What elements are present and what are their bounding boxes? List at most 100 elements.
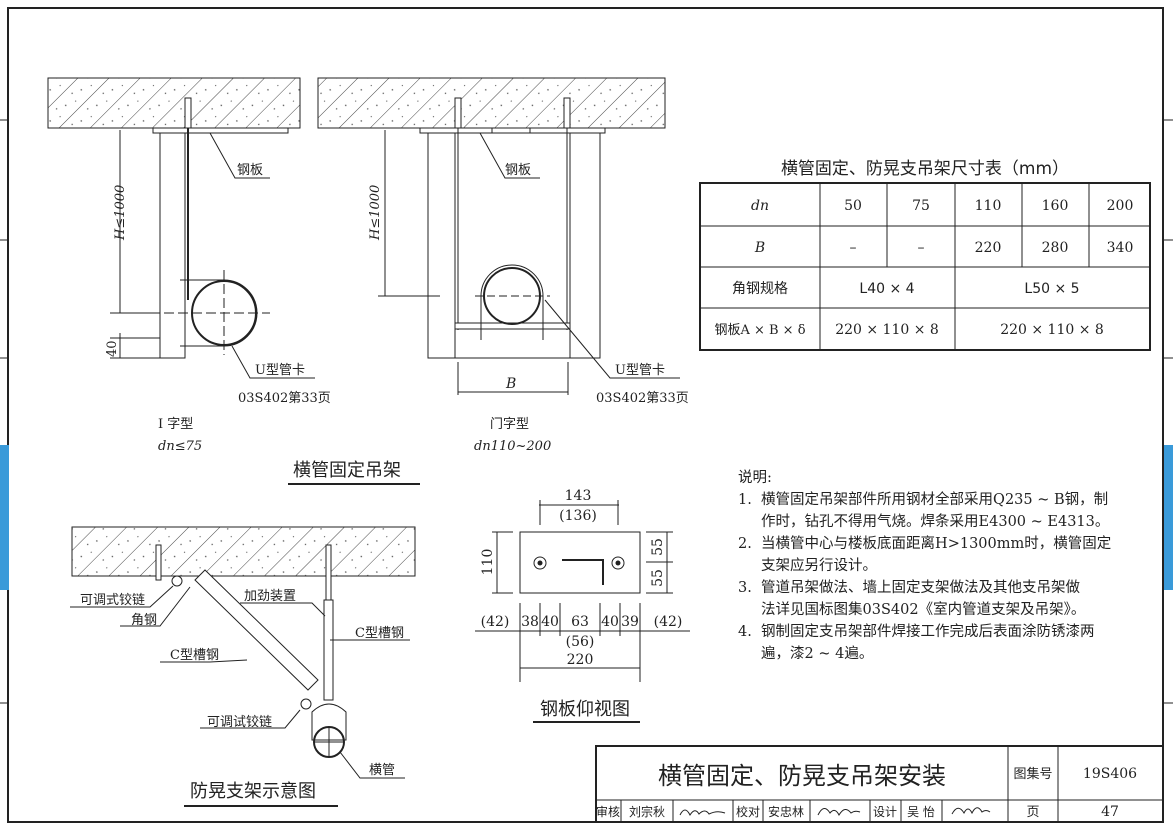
- cell: B: [754, 240, 765, 256]
- cell: 220: [975, 240, 1002, 256]
- designer-name: 吴 怡: [907, 805, 935, 819]
- cell: 钢板A × B × δ: [714, 323, 805, 338]
- dim: (42): [481, 614, 510, 630]
- note-line: 4. 钢制固定支吊架部件焊接工作完成后表面涂防锈漆两: [738, 623, 1095, 640]
- door-frame: [427, 132, 601, 359]
- right-tab: [1164, 445, 1173, 590]
- check-label: 校对: [736, 804, 760, 819]
- hanger-section-title: 横管固定吊架: [293, 460, 401, 481]
- h-dimension: H≤1000: [368, 185, 383, 241]
- notes-heading: 说明:: [738, 469, 772, 486]
- vertical-channel: [323, 599, 334, 701]
- atlas-label: 图集号: [1013, 766, 1052, 782]
- checker-name: 安忠林: [768, 804, 804, 819]
- gap-dimension: 40: [105, 340, 120, 357]
- note-line: 支架应另行设计。: [738, 556, 877, 574]
- clamp-label: U型管卡: [255, 363, 305, 378]
- pipe-label: 横管: [369, 763, 395, 778]
- note-line: 作时，钻孔不得用气烧。焊条采用E4300 ~ E4313。: [738, 513, 1109, 530]
- steel-plate: [152, 127, 289, 134]
- note-line: 1. 横管固定吊架部件所用钢材全部采用Q235 ~ B钢，制: [738, 490, 1108, 508]
- dim: (42): [654, 614, 683, 630]
- clamp-reference: 03S402第33页: [596, 391, 689, 406]
- cell: 50: [844, 198, 862, 214]
- note-line: 遍，漆2 ~ 4遍。: [738, 645, 873, 662]
- dim-110: 110: [480, 549, 496, 576]
- sway-title: 防晃支架示意图: [190, 781, 316, 802]
- cell: 220 × 110 × 8: [1000, 322, 1104, 338]
- dim: 63: [571, 614, 589, 630]
- edge-ticks: [0, 119, 1173, 704]
- plate-label: 钢板: [237, 163, 263, 178]
- plate-bottom-view: 143 (136) 110 55 55 (42) 38 40 63 40 39 …: [475, 488, 690, 723]
- diagonal-channel: [194, 569, 319, 691]
- table-title: 横管固定、防晃支吊架尺寸表（mm）: [781, 159, 1069, 179]
- range-label: dn110~200: [474, 439, 551, 454]
- dim-55-bottom: 55: [650, 569, 666, 587]
- range-label: dn≤75: [158, 439, 202, 454]
- h-dimension: H≤1000: [113, 185, 128, 241]
- cell: –: [850, 240, 857, 256]
- cell: 200: [1107, 198, 1134, 214]
- dim: 39: [621, 614, 639, 630]
- designer-signature: [951, 807, 991, 815]
- dim-136: (136): [559, 508, 597, 524]
- cell: 280: [1042, 240, 1069, 256]
- page-number: 47: [1101, 804, 1119, 820]
- type-label: I 字型: [158, 417, 193, 432]
- notes: 说明: 1. 横管固定吊架部件所用钢材全部采用Q235 ~ B钢，制 作时，钻孔…: [738, 469, 1111, 662]
- design-label: 设计: [873, 805, 897, 819]
- atlas-number: 19S406: [1083, 766, 1137, 782]
- page-label: 页: [1026, 805, 1039, 820]
- reviewer-signature: [679, 809, 726, 817]
- anti-sway-bracket: 可调式铰链 角钢 加劲装置 C型槽钢 C型槽钢 可调试铰链 横管 防晃支架示意图: [70, 526, 416, 807]
- u-clamp: [480, 264, 544, 340]
- floor-slab: [47, 77, 301, 129]
- i-type-hanger: H≤1000 40 钢板 U型管卡 03S402第33页 I 字型 dn≤75: [47, 77, 331, 454]
- cell: L50 × 5: [1024, 281, 1079, 297]
- adjustable-hinge-bottom-label: 可调试铰链: [207, 715, 272, 730]
- dim: 40: [601, 614, 619, 630]
- door-type-hanger: B H≤1000 钢板 U型管卡 03S402第33页 门字型 dn110~20…: [317, 77, 689, 454]
- dim: 40: [541, 614, 559, 630]
- plate-label: 钢板: [505, 163, 531, 178]
- cell: dn: [751, 198, 769, 214]
- cell: 75: [912, 198, 930, 214]
- cell: L40 × 4: [859, 281, 914, 297]
- b-dimension: B: [505, 376, 516, 392]
- cell: 220 × 110 × 8: [835, 322, 939, 338]
- dim-55-top: 55: [650, 538, 666, 556]
- review-label: 审核: [596, 804, 620, 819]
- plate-view-title: 钢板仰视图: [540, 699, 630, 720]
- sheet-border: [7, 7, 1164, 823]
- cell: 110: [975, 198, 1002, 214]
- left-tab: [0, 445, 9, 590]
- floor-slab: [317, 77, 666, 129]
- cell: 160: [1042, 198, 1069, 214]
- clamp-reference: 03S402第33页: [238, 391, 331, 406]
- angle-steel: [159, 132, 186, 359]
- c-channel-right-label: C型槽钢: [355, 626, 404, 641]
- dim: 38: [521, 614, 539, 630]
- stiffener-label: 加劲装置: [244, 589, 296, 604]
- dim-56: (56): [566, 634, 595, 650]
- checker-signature: [817, 808, 861, 817]
- note-line: 法详见国标图集03S402《室内管道支架及吊架》。: [738, 601, 1085, 618]
- clamp-label: U型管卡: [615, 363, 665, 378]
- dim-220: 220: [567, 652, 594, 668]
- dim-143: 143: [565, 488, 592, 504]
- size-table: 横管固定、防晃支吊架尺寸表（mm） dn 50 75 110 160 200 B…: [699, 159, 1151, 351]
- note-line: 2. 当横管中心与楼板底面距离H>1300mm时，横管固定: [738, 534, 1111, 552]
- c-channel-left-label: C型槽钢: [170, 648, 219, 663]
- reviewer-name: 刘宗秋: [629, 804, 665, 819]
- drawing-title: 横管固定、防晃支吊架安装: [658, 762, 946, 790]
- cell: –: [918, 240, 925, 256]
- note-line: 3. 管道吊架做法、墙上固定支架做法及其他支吊架做: [738, 579, 1081, 596]
- type-label: 门字型: [490, 417, 529, 432]
- cell: 角钢规格: [732, 281, 788, 297]
- floor-slab: [71, 526, 416, 577]
- cell: 340: [1107, 240, 1134, 256]
- adjustable-hinge-label: 可调式铰链: [80, 593, 145, 608]
- angle-steel-label: 角钢: [131, 613, 157, 628]
- hinge: [171, 575, 183, 587]
